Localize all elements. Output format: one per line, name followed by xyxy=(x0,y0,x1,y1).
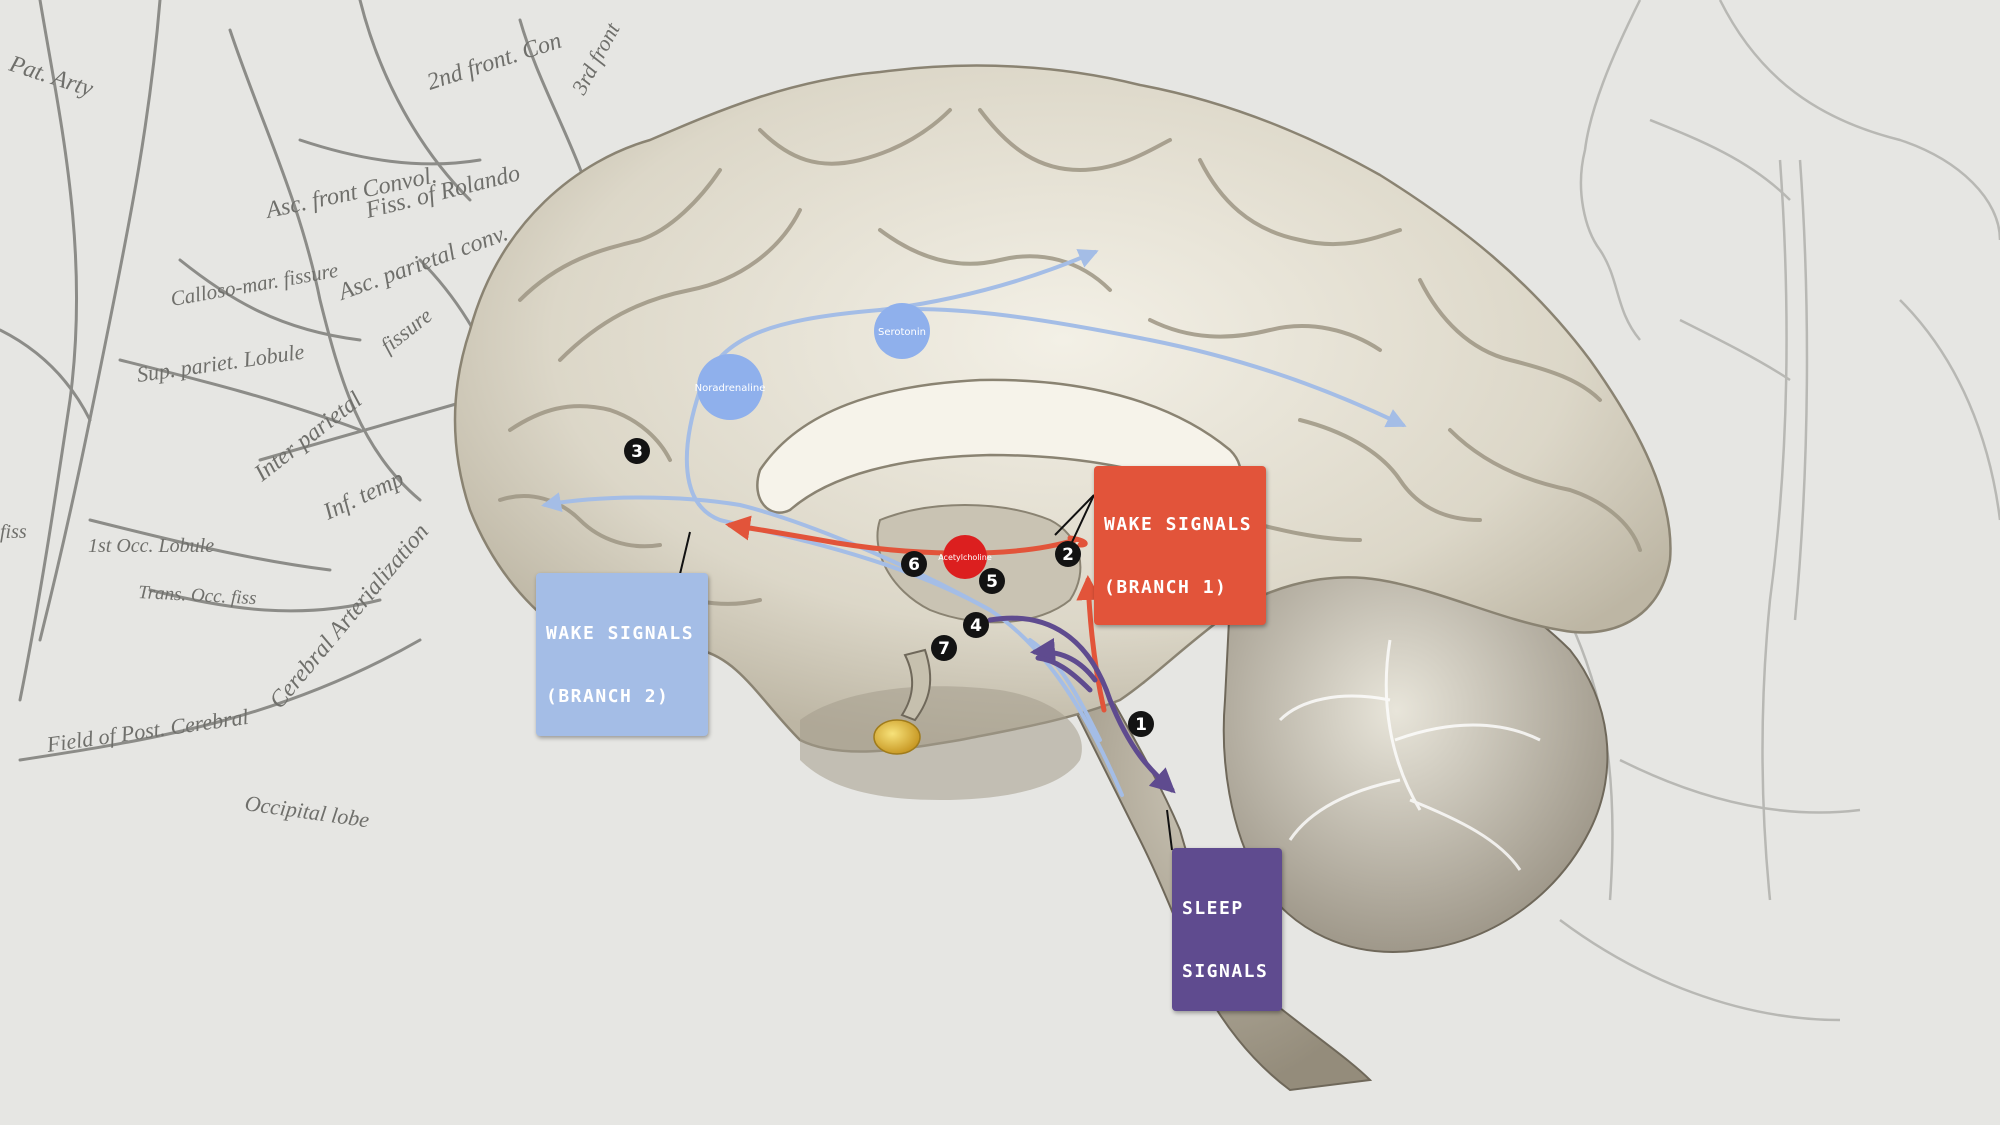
marker-4: 4 xyxy=(963,612,989,638)
marker-7: 7 xyxy=(931,635,957,661)
sleep-branch-path-a xyxy=(1030,637,1098,683)
sketch-label-occipital-lobe: Occipital lobe xyxy=(243,790,371,832)
gyri-folds xyxy=(498,108,1642,606)
marker-1: 1 xyxy=(1128,711,1154,737)
sketch-label-3rd-front: 3rd front xyxy=(566,18,625,100)
svg-text:7: 7 xyxy=(938,639,950,659)
sleep-main-path xyxy=(987,615,1176,794)
marker-6: 6 xyxy=(901,551,927,577)
sketch-label-cerebral-art: Cerebral Arterialization xyxy=(265,519,434,714)
svg-text:2: 2 xyxy=(1062,545,1074,565)
wake-signals-branch2-label: WAKE SIGNALS (BRANCH 2) xyxy=(536,573,709,736)
marker-5: 5 xyxy=(979,568,1005,594)
sketch-label-occ-lobule: 1st Occ. Lobule xyxy=(88,535,214,557)
sleep-line1: SLEEP xyxy=(1182,898,1244,919)
pituitary-gland xyxy=(873,719,921,755)
serotonin-label: Serotonin xyxy=(878,327,926,338)
acetylcholine-label: Acetylcholine xyxy=(938,553,992,562)
wake-branch1-line1: WAKE SIGNALS xyxy=(1104,514,1253,535)
wake-branch2-line2: (BRANCH 2) xyxy=(546,686,670,707)
sleep-branch-path-b xyxy=(1035,655,1093,693)
sketch-label-sup-pariet: Sup. pariet. Lobule xyxy=(135,339,306,387)
noradrenaline-label: Noradrenaline xyxy=(695,383,766,394)
wake-branch1-forward-path xyxy=(725,515,1078,556)
temporal-lobe xyxy=(800,686,1082,800)
node-noradrenaline: Noradrenaline xyxy=(695,354,766,420)
sketch-label-fiss: fiss xyxy=(0,521,27,543)
arbor-vitae xyxy=(1278,639,1541,871)
svg-text:3: 3 xyxy=(631,442,643,462)
pituitary-stalk xyxy=(900,648,932,722)
sketch-label-fissure: fissure xyxy=(376,302,437,357)
node-serotonin: Serotonin xyxy=(874,303,930,359)
sleep-line2: SIGNALS xyxy=(1182,961,1269,982)
sleep-signals-label: SLEEP SIGNALS xyxy=(1172,848,1283,1011)
svg-text:1: 1 xyxy=(1135,715,1147,735)
marker-3: 3 xyxy=(624,438,650,464)
wake-signals-branch1-label: WAKE SIGNALS (BRANCH 1) xyxy=(1094,466,1267,625)
node-acetylcholine: Acetylcholine xyxy=(938,535,992,579)
sketch-label-field-post: Field of Post. Cerebral xyxy=(44,704,250,757)
svg-text:6: 6 xyxy=(908,555,920,575)
sketch-label-trans-occ: Trans. Occ. fiss xyxy=(138,582,257,609)
sketch-label-calloso-marginal: Calloso-mar. fissure xyxy=(169,258,340,311)
wake-branch1-line2: (BRANCH 1) xyxy=(1104,577,1228,598)
svg-text:4: 4 xyxy=(970,616,982,636)
background-sketch-right xyxy=(1558,0,2000,1022)
marker-2: 2 xyxy=(1055,541,1081,567)
svg-text:5: 5 xyxy=(986,572,998,592)
sketch-label-inf-temp: Inf. temp xyxy=(319,466,408,526)
wake-branch2-line1: WAKE SIGNALS xyxy=(546,623,695,644)
background-sketch-left xyxy=(0,0,602,762)
wake-branch1-main-path xyxy=(1076,575,1107,713)
sketch-label-inter-parietal: Inter parietal xyxy=(249,387,367,488)
